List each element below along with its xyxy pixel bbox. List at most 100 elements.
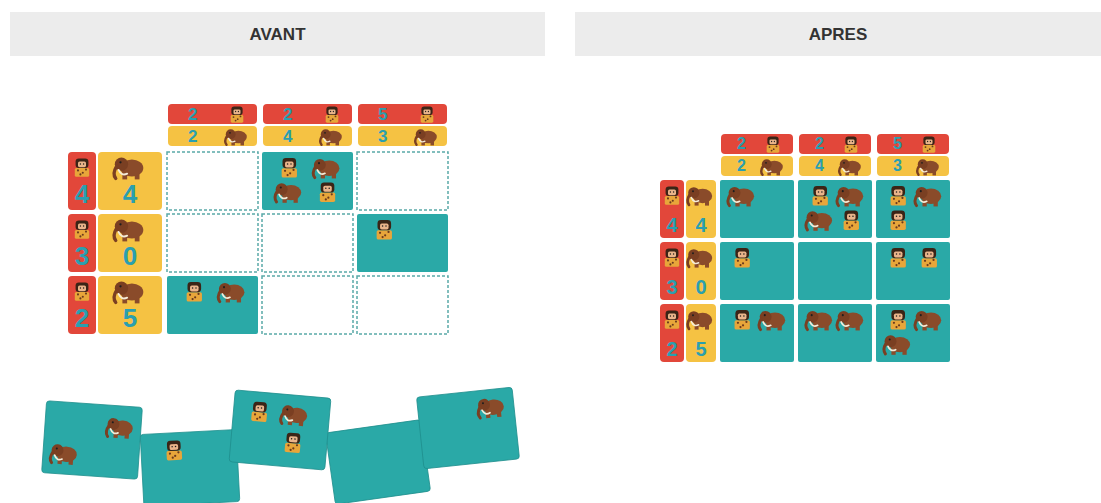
mammoth-tusk (841, 198, 849, 202)
clue-tile (168, 126, 257, 146)
hunter-spot (895, 326, 897, 328)
mammoth-trunk (114, 228, 117, 240)
hunter-hair (735, 248, 749, 258)
header-text: APRES (809, 26, 868, 43)
hunter-eye (740, 253, 742, 255)
hunter-spot (327, 197, 329, 199)
hunter-hair (283, 158, 297, 168)
mammoth-trunk (837, 195, 839, 206)
clue-tile (358, 104, 447, 124)
mammoth-icon (415, 129, 437, 145)
hunter-icon (922, 248, 937, 268)
clue-number: 2 (188, 106, 197, 123)
mammoth-tusk (810, 322, 818, 326)
hunter-body (187, 292, 202, 301)
hunter-spot (667, 321, 669, 323)
grid-card (167, 276, 258, 334)
hunter-spot (898, 262, 900, 264)
hunter-face (234, 109, 241, 114)
mammoth-eye (119, 285, 121, 287)
hunter-body (75, 292, 89, 301)
hunter-spot (929, 262, 931, 264)
hunter-eye (771, 141, 772, 142)
clue-number: 0 (123, 243, 137, 269)
mammoth-tusk (810, 222, 818, 226)
hunter-icon (891, 186, 906, 206)
hunter-spot (289, 172, 291, 174)
hunter-face (738, 251, 747, 257)
hunter-hair (76, 220, 89, 230)
card-face (416, 387, 519, 469)
grid-card (798, 180, 872, 238)
hunter-hair (286, 432, 300, 443)
hunter-spot (901, 221, 903, 223)
loose-card (325, 420, 430, 503)
hunter-spot (901, 197, 903, 199)
mammoth-icon (839, 159, 861, 175)
clue-number: 2 (283, 106, 292, 123)
grid-card (357, 214, 448, 272)
hunter-spot (929, 148, 931, 150)
card-face (140, 430, 240, 503)
hunter-spot (898, 200, 900, 202)
clue-tile: 2 (721, 134, 793, 154)
hunter-body (891, 258, 906, 267)
hunter-face (255, 405, 264, 412)
hunter-body (891, 320, 906, 329)
hunter-eye (294, 438, 296, 440)
hunter-hair (378, 220, 392, 230)
hunter-eye (192, 287, 194, 289)
hunter-spot (854, 145, 856, 147)
hunter-face (78, 286, 86, 292)
hunter-eye (743, 253, 745, 255)
hunter-icon (320, 182, 335, 202)
hunter-hair (321, 182, 335, 192)
hunter-icon (845, 137, 858, 153)
hunter-eye (849, 216, 851, 218)
empty-slot (357, 276, 448, 334)
hunter-spot (901, 321, 903, 323)
hunter-eye (927, 141, 928, 142)
hunter-spot (851, 148, 853, 150)
grid-card (798, 304, 872, 362)
hunter-eye (291, 438, 293, 440)
hunter-spot (895, 264, 897, 266)
mammoth-icon (688, 249, 713, 267)
hunter-spot (82, 172, 84, 174)
mammoth-eye (419, 132, 421, 134)
mammoth-trunk (218, 291, 220, 302)
panel-header: AVANT (10, 12, 545, 56)
mammoth-tusk (843, 168, 849, 171)
hunter-spot (924, 260, 926, 262)
hunter-body (665, 320, 679, 329)
hunter-icon (187, 282, 202, 302)
hunter-spot (848, 226, 850, 228)
hunter-body (891, 221, 906, 230)
hunter-eye (896, 315, 898, 317)
mammoth-trunk (320, 136, 322, 145)
clue-tile: 3 (660, 242, 684, 300)
hunter-spot (296, 444, 298, 446)
header-text: AVANT (249, 26, 305, 43)
hunter-spot (254, 413, 256, 415)
hunter-face (668, 314, 676, 320)
hunter-icon (326, 107, 339, 123)
hunter-body (326, 115, 339, 123)
mammoth-tusk (765, 168, 771, 171)
hunter-face (424, 109, 431, 114)
mammoth-trunk (839, 166, 841, 175)
hunter-face (894, 251, 903, 257)
hunter-face (738, 313, 747, 319)
hunter-hair (922, 248, 936, 258)
hunter-spot (893, 322, 895, 324)
mammoth-tusk (921, 168, 927, 171)
mammoth-eye (692, 252, 694, 254)
mammoth-icon (477, 397, 505, 419)
hunter-spot (932, 259, 934, 261)
hunter-spot (895, 226, 897, 228)
hunter-body (845, 145, 858, 153)
hunter-hair (421, 107, 432, 115)
hunter-hair (735, 310, 749, 320)
hunter-face (329, 109, 336, 114)
mammoth-icon (275, 183, 301, 203)
